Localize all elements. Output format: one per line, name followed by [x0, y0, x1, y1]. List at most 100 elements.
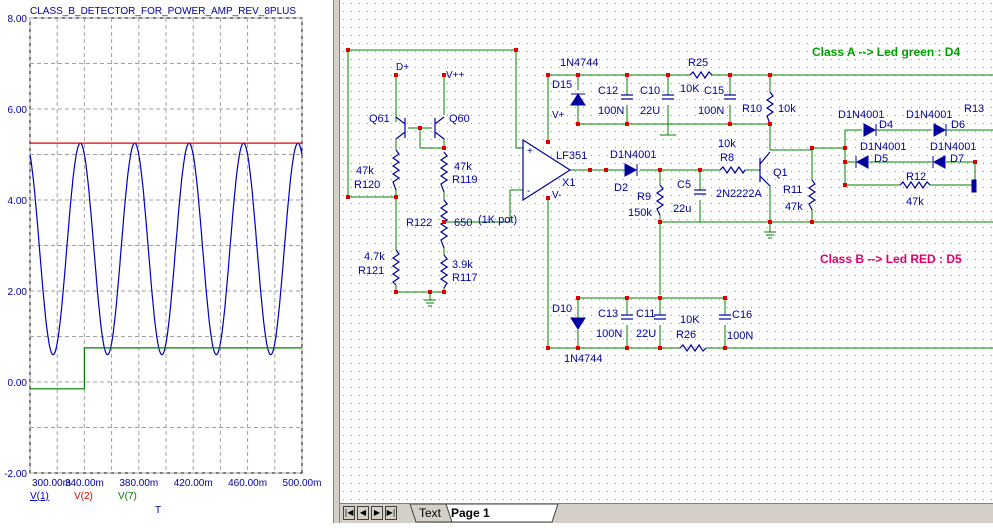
label-c12: C12	[598, 85, 618, 97]
label-c13: C13	[598, 308, 618, 320]
label-r12: R12	[906, 171, 926, 183]
label-r121-value: 4.7k	[364, 251, 385, 263]
x-tick-label: 460.00m	[228, 478, 267, 489]
label-r10-value: 10k	[778, 103, 796, 115]
legend-entry[interactable]: V(1)	[30, 491, 49, 502]
label-r119-value: 47k	[454, 161, 472, 173]
tab-shapes	[409, 504, 559, 523]
dot-grid-background	[340, 0, 993, 503]
label-r122: R122	[406, 217, 432, 229]
x-tick-label: 500.00m	[283, 478, 322, 489]
label-r119: R119	[452, 174, 477, 186]
label-r9: R9	[637, 191, 651, 203]
label-c10-value: 22U	[640, 105, 660, 117]
label-r122-value: 650	[454, 217, 472, 229]
plot-legend: V(1) V(2) V(7)	[30, 491, 137, 502]
label-d10-part: 1N4744	[564, 353, 603, 365]
last-page-button[interactable]: ▶|	[385, 506, 397, 520]
label-r9-value: 150k	[628, 207, 652, 219]
legend-entry[interactable]: V(2)	[74, 491, 93, 502]
page-tab-bar: |◀ ◀ ▶ ▶| Text Page 1	[340, 503, 993, 523]
schematic-canvas[interactable]: D+ V++ Q61 Q60 47k R120 47k R119 R122 65…	[340, 0, 993, 503]
label-d10: D10	[552, 303, 572, 315]
label-c16-value: 100N	[727, 330, 753, 342]
plot-title: CLASS_B_DETECTOR_FOR_POWER_AMP_REV_8PLUS	[30, 6, 296, 17]
diodes	[570, 93, 977, 330]
components	[391, 70, 931, 353]
x-axis-label: T	[155, 505, 161, 516]
y-tick-label: 4.00	[8, 196, 28, 207]
first-page-icon: |◀	[344, 508, 354, 517]
label-d7: D7	[950, 153, 964, 165]
x-tick-label: 420.00m	[174, 478, 213, 489]
next-page-icon: ▶	[373, 508, 381, 517]
y-tick-label: 8.00	[8, 14, 28, 25]
schematic-drawing: D+ V++ Q61 Q60 47k R120 47k R119 R122 65…	[340, 0, 993, 503]
x-tick-label: 340.00m	[65, 478, 104, 489]
previous-page-icon: ◀	[359, 508, 367, 517]
circuit: D+ V++ Q61 Q60 47k R120 47k R119 R122 65…	[346, 45, 993, 365]
label-r12-value: 47k	[906, 196, 924, 208]
series-line-v7	[30, 347, 302, 390]
label-d15: D15	[552, 79, 572, 91]
label-pot: (1K pot)	[478, 214, 517, 226]
legend-entry[interactable]: V(7)	[118, 491, 137, 502]
label-r26-value: 10K	[680, 314, 700, 326]
node-dots	[346, 48, 977, 350]
label-c10: C10	[640, 85, 660, 97]
label-r120-value: 47k	[356, 165, 374, 177]
label-d15-part: 1N4744	[560, 57, 599, 69]
y-tick-label: 0.00	[8, 378, 28, 389]
tab-page-1[interactable]: Page 1	[451, 506, 490, 520]
x-tick-label: 300.00m	[32, 478, 71, 489]
label-r10: R10	[742, 103, 762, 115]
label-opamp-vplus: V+	[552, 110, 565, 121]
label-dplus: D+	[396, 62, 409, 73]
label-c11-value: 22U	[636, 328, 656, 340]
label-c5: C5	[677, 179, 691, 191]
label-d5-part: D1N4001	[860, 141, 906, 153]
previous-page-button[interactable]: ◀	[357, 506, 369, 520]
label-c15-value: 100N	[698, 105, 724, 117]
label-r8-value: 10k	[718, 138, 736, 150]
label-d2-part: D1N4001	[610, 149, 656, 161]
label-c5-value: 22u	[673, 203, 691, 215]
label-d6-part: D1N4001	[906, 109, 952, 121]
x-tick-label: 380.00m	[119, 478, 158, 489]
tab-text[interactable]: Text	[419, 506, 442, 520]
label-opamp-ref: X1	[562, 177, 575, 189]
label-d6: D6	[951, 119, 965, 131]
schematic-labels: D+ V++ Q61 Q60 47k R120 47k R119 R122 65…	[354, 57, 984, 365]
waveform-plot: CLASS_B_DETECTOR_FOR_POWER_AMP_REV_8PLUS…	[4, 6, 321, 516]
label-opamp-name: LF351	[556, 150, 587, 162]
label-r8: R8	[720, 152, 734, 164]
label-q60: Q60	[449, 113, 470, 125]
waveform-plot-panel[interactable]: CLASS_B_DETECTOR_FOR_POWER_AMP_REV_8PLUS…	[0, 0, 333, 523]
label-r121: R121	[358, 265, 384, 277]
y-tick-label: -2.00	[4, 469, 27, 480]
first-page-button[interactable]: |◀	[343, 506, 355, 520]
splitter-bar[interactable]	[333, 0, 340, 523]
label-q1-part: 2N2222A	[716, 188, 763, 200]
next-page-button[interactable]: ▶	[371, 506, 383, 520]
label-vplus-top: V++	[446, 70, 465, 81]
label-c11: C11	[636, 308, 655, 320]
y-axis-ticks: 8.00 6.00 4.00 2.00 0.00 -2.00	[4, 14, 27, 480]
label-d7-part: D1N4001	[930, 141, 976, 153]
y-tick-label: 6.00	[8, 105, 28, 116]
label-d5: D5	[874, 153, 888, 165]
label-c12-value: 100N	[598, 105, 624, 117]
label-c16: C16	[732, 309, 752, 321]
label-r11-value: 47k	[785, 201, 803, 213]
label-r117-value: 3.9k	[452, 259, 473, 271]
label-opamp-plus: +	[527, 146, 533, 157]
series-line-v1	[29, 142, 303, 356]
label-d2: D2	[614, 182, 628, 194]
label-opamp-minus: -	[527, 186, 530, 197]
plot-series	[29, 142, 303, 390]
label-c15: C15	[704, 85, 724, 97]
label-r13: R13	[964, 103, 984, 115]
y-tick-label: 2.00	[8, 287, 28, 298]
label-c13-value: 100N	[596, 328, 622, 340]
